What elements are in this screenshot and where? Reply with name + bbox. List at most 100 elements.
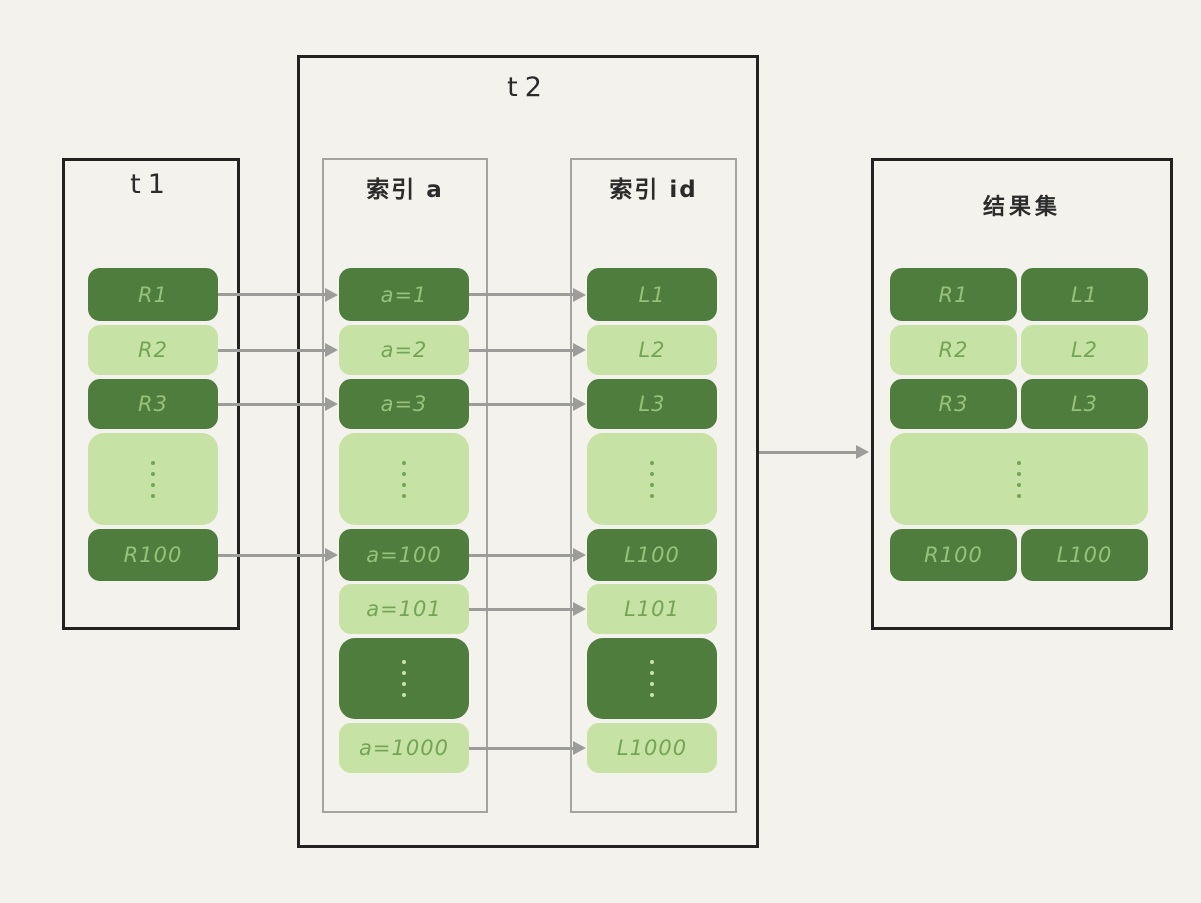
dot xyxy=(402,660,406,664)
table-t2-label: t2 xyxy=(507,72,549,103)
t1-row-label: R100 xyxy=(123,543,183,567)
dot xyxy=(650,493,654,498)
dot xyxy=(650,693,654,697)
result-cell-label: L3 xyxy=(1070,392,1099,416)
dot xyxy=(151,471,155,476)
index-id-row: L3 xyxy=(587,379,717,429)
flow-arrow xyxy=(759,444,869,460)
index-id-row-label: L101 xyxy=(624,597,680,621)
table-t2-box: t2 xyxy=(297,55,759,848)
dot xyxy=(1017,460,1021,465)
t1-row: R3 xyxy=(88,379,218,429)
index-a-label: 索引 a xyxy=(366,177,444,203)
flow-arrow xyxy=(469,396,586,412)
index-id-row: L1 xyxy=(587,268,717,321)
result-cell: L3 xyxy=(1021,379,1148,429)
flow-arrow xyxy=(469,287,586,303)
index-id-row-label: L1000 xyxy=(616,736,688,760)
result-set-label: 结果集 xyxy=(982,195,1061,220)
result-row-merged xyxy=(890,433,1148,525)
flow-arrow-head xyxy=(573,343,586,357)
flow-arrow-head xyxy=(325,287,338,302)
flow-arrow-line xyxy=(469,293,575,296)
dot xyxy=(1017,482,1021,487)
result-cell: R100 xyxy=(890,529,1017,581)
flow-arrow xyxy=(218,287,338,303)
dot xyxy=(650,682,654,686)
dot xyxy=(402,493,406,498)
result-cell-label: L100 xyxy=(1056,543,1113,567)
result-cell: R3 xyxy=(890,379,1017,429)
flow-arrow-head xyxy=(325,397,338,411)
index-a-box: 索引 a xyxy=(322,158,488,813)
result-cell: R2 xyxy=(890,325,1017,375)
result-cell-label: R2 xyxy=(938,338,969,362)
flow-arrow-head xyxy=(573,287,586,302)
flow-arrow xyxy=(218,342,338,358)
flow-arrow-head xyxy=(856,445,869,459)
flow-arrow xyxy=(469,740,586,756)
flow-arrow-line xyxy=(469,607,575,611)
index-a-row-label: a=1 xyxy=(380,282,428,307)
flow-arrow-line xyxy=(759,450,858,454)
dot xyxy=(151,482,155,487)
index-id-row: L1000 xyxy=(587,723,717,773)
flow-arrow-head xyxy=(325,548,338,562)
flow-arrow xyxy=(469,547,586,563)
flow-arrow-head xyxy=(573,741,586,755)
result-cell-label: L1 xyxy=(1070,282,1099,307)
flow-arrow-line xyxy=(469,553,575,557)
index-a-row: a=101 xyxy=(339,584,469,634)
vertical-ellipsis xyxy=(890,433,1148,525)
index-a-row xyxy=(339,638,469,719)
t1-row-label: R2 xyxy=(138,338,168,362)
index-a-row xyxy=(339,433,469,525)
index-a-row-label: a=3 xyxy=(380,392,428,416)
index-id-row: L2 xyxy=(587,325,717,375)
index-a-row-label: a=1000 xyxy=(359,736,449,760)
index-a-row: a=100 xyxy=(339,529,469,581)
dot xyxy=(151,460,155,465)
flow-arrow xyxy=(469,342,586,358)
dot xyxy=(650,660,654,664)
dot xyxy=(1017,471,1021,476)
dot xyxy=(650,460,654,465)
flow-arrow-head xyxy=(573,397,586,411)
dot xyxy=(151,493,155,498)
index-a-row: a=2 xyxy=(339,325,469,375)
index-id-row-label: L1 xyxy=(638,282,666,307)
index-id-label: 索引 id xyxy=(609,177,698,203)
flow-arrow-line xyxy=(218,553,327,557)
t1-row: R1 xyxy=(88,268,218,321)
dot xyxy=(402,693,406,697)
dot xyxy=(402,471,406,476)
flow-arrow-head xyxy=(573,548,586,562)
result-cell: R1 xyxy=(890,268,1017,321)
dot xyxy=(402,682,406,686)
result-cell-label: R100 xyxy=(924,543,983,567)
index-a-row: a=1 xyxy=(339,268,469,321)
vertical-ellipsis xyxy=(88,433,218,525)
index-a-row: a=3 xyxy=(339,379,469,429)
flow-arrow-line xyxy=(469,402,575,406)
vertical-ellipsis xyxy=(587,433,717,525)
flow-arrow-head xyxy=(325,343,338,357)
flow-arrow xyxy=(218,396,338,412)
dot xyxy=(402,671,406,675)
index-id-row-label: L2 xyxy=(638,338,666,362)
index-a-row-label: a=100 xyxy=(366,543,442,567)
flow-arrow-line xyxy=(218,293,327,296)
dot xyxy=(650,471,654,476)
flow-arrow-head xyxy=(573,602,586,616)
result-cell: L1 xyxy=(1021,268,1148,321)
index-id-box: 索引 id xyxy=(570,158,737,813)
result-cell-label: R3 xyxy=(938,392,969,416)
table-t1-box: t1 xyxy=(62,158,240,630)
vertical-ellipsis xyxy=(339,638,469,719)
result-cell: L100 xyxy=(1021,529,1148,581)
index-a-row-label: a=101 xyxy=(366,597,442,621)
result-cell-label: R1 xyxy=(938,282,969,307)
flow-arrow-line xyxy=(218,348,327,352)
index-id-row: L100 xyxy=(587,529,717,581)
